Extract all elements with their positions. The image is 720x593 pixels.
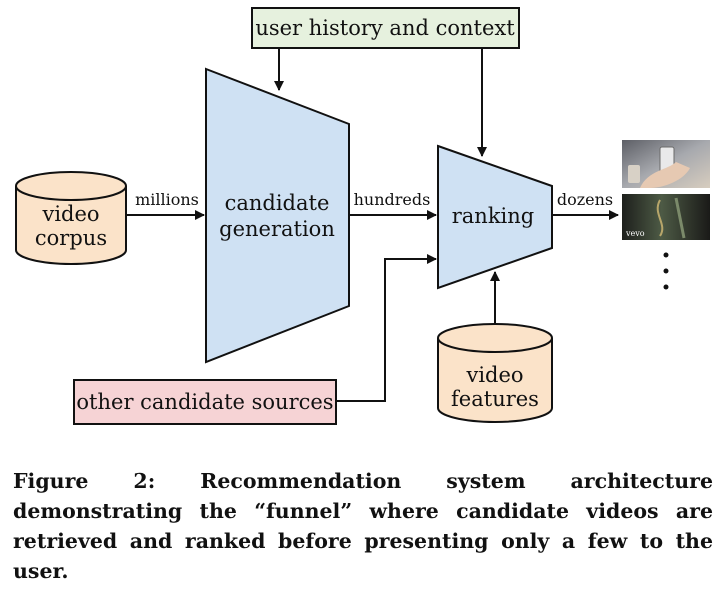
ranking-label: ranking [452, 204, 535, 228]
candidate-generation-node: candidate generation [205, 67, 350, 364]
video-corpus-label-1: video [41, 202, 99, 226]
video-corpus-node: video corpus [15, 171, 127, 265]
video-thumbnail-2: vevo [622, 194, 710, 240]
video-features-label-2: features [451, 387, 539, 411]
user-history-node: user history and context [251, 7, 520, 49]
edge-label-hundreds: hundreds [354, 190, 431, 209]
ranking-node: ranking [437, 144, 553, 290]
edge-label-millions: millions [135, 190, 199, 209]
candidate-generation-label-2: generation [219, 217, 335, 241]
vevo-badge: vevo [625, 229, 645, 238]
video-features-label-1: video [465, 363, 523, 387]
video-corpus-label-2: corpus [35, 226, 107, 250]
video-features-node: video features [437, 323, 553, 423]
figure-caption: Figure 2: Recommendation system architec… [13, 469, 713, 583]
edge-label-dozens: dozens [557, 190, 613, 209]
other-sources-label: other candidate sources [76, 390, 333, 414]
more-results-ellipsis [663, 252, 669, 290]
video-thumbnail-1 [622, 140, 710, 188]
arrow-other-to-ranking [336, 254, 437, 402]
user-history-label: user history and context [255, 16, 515, 40]
other-sources-node: other candidate sources [73, 379, 337, 425]
candidate-generation-label-1: candidate [225, 191, 330, 215]
